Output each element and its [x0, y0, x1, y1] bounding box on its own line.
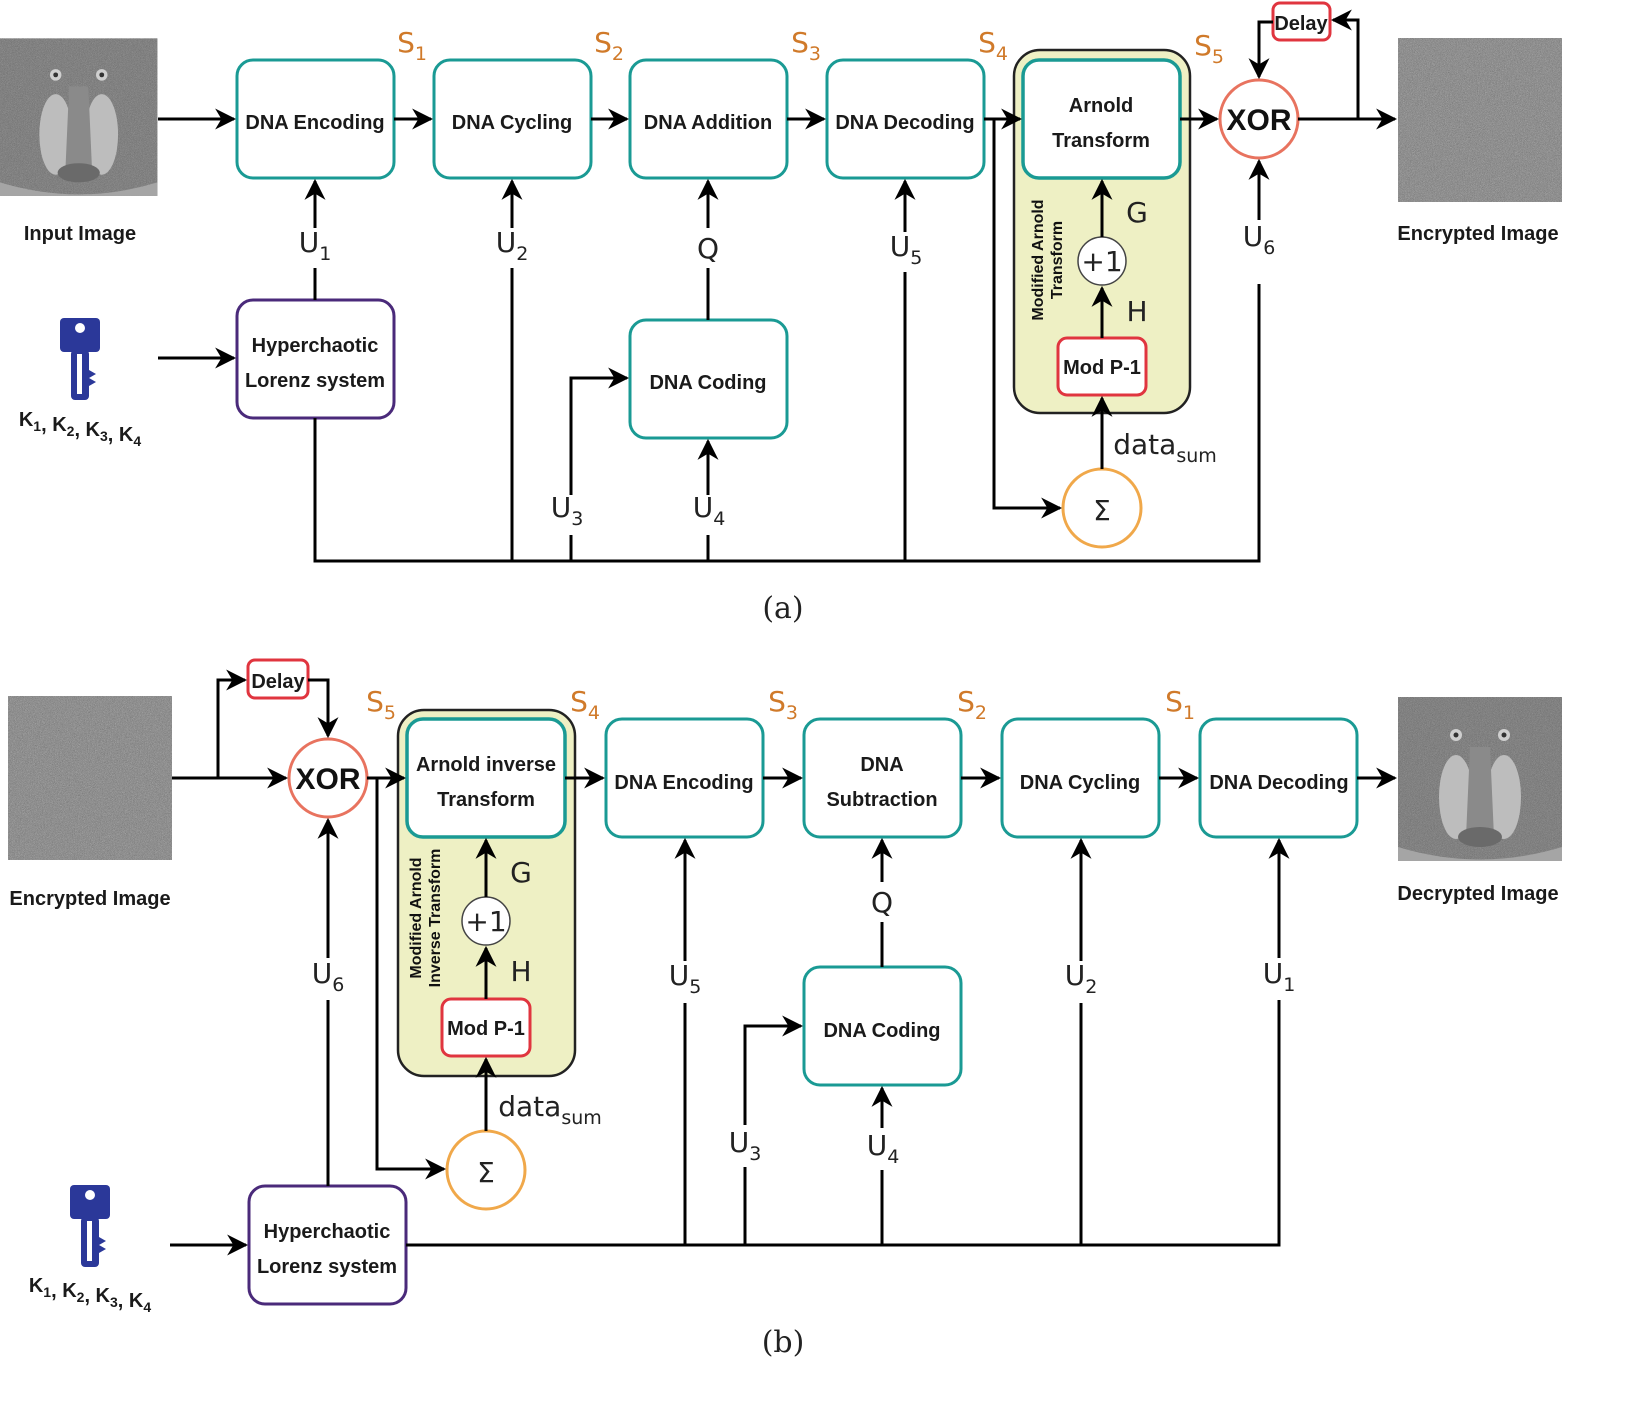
xor-label-b: XOR — [295, 763, 360, 796]
signal-u3: U3 — [729, 1126, 762, 1165]
modified-arnold-label-line1: Modified Arnold — [1030, 199, 1047, 320]
lorenz-label-line2: Lorenz system — [245, 370, 385, 392]
dna-decoding-label: DNA Decoding — [835, 112, 974, 134]
modified-arnold-label-line2: Transform — [1049, 221, 1066, 299]
delay-label: Delay — [1274, 13, 1328, 35]
encrypted-input-image — [8, 696, 172, 860]
dna-encoding-label: DNA Encoding — [245, 112, 384, 134]
signal-q: Q — [697, 232, 719, 265]
dna-decoding-block-b: DNA Decoding — [1198, 717, 1359, 839]
dna-encoding-label-b: DNA Encoding — [614, 772, 753, 794]
stage-label: S3 — [768, 685, 798, 724]
key-icon — [60, 318, 100, 400]
encrypted-image-label: Encrypted Image — [1397, 223, 1558, 245]
dna-cycling-block: DNA Cycling — [432, 58, 593, 180]
stage-label: S1 — [397, 26, 427, 65]
signal-u6: U6 — [312, 957, 345, 996]
signal-u1: U1 — [1263, 957, 1296, 996]
signal-u4: U4 — [693, 491, 726, 530]
stage-label: S1 — [1165, 685, 1195, 724]
delay-label-b: Delay — [251, 671, 305, 693]
stage-label: S4 — [570, 685, 600, 724]
signal-u4: U4 — [867, 1129, 900, 1168]
dna-decoding-block: DNA Decoding — [825, 58, 986, 180]
stage-label: S2 — [957, 685, 987, 724]
caption-a: (a) — [762, 591, 803, 626]
arnold-label-line2: Transform — [1052, 130, 1150, 152]
signal-h: H — [1126, 295, 1147, 328]
key-icon-b — [70, 1185, 110, 1267]
signal-q: Q — [871, 886, 893, 919]
dna-cycling-label-b: DNA Cycling — [1020, 772, 1140, 794]
stage-label: S5 — [1194, 29, 1224, 68]
signal-u3: U3 — [551, 491, 584, 530]
signal-u6: U6 — [1243, 220, 1276, 259]
dna-encoding-block: DNA Encoding — [235, 58, 396, 180]
signal-u2: U2 — [496, 226, 529, 265]
xor-label: XOR — [1226, 104, 1291, 137]
encryption-connections — [158, 9, 1398, 563]
mod-p-1-label: Mod P-1 — [1063, 357, 1141, 379]
caption-b: (b) — [762, 1325, 805, 1360]
dna-cycling-block-b: DNA Cycling — [1000, 717, 1161, 839]
signal-g: G — [1126, 196, 1148, 229]
signal-u1: U1 — [299, 226, 332, 265]
signal-datasum: datasum — [1113, 428, 1217, 467]
signal-u5: U5 — [669, 959, 702, 998]
lorenz-label-line1-b: Hyperchaotic — [264, 1221, 391, 1243]
modified-arnold-inverse-container: Arnold inverse Transform Modified Arnold… — [396, 708, 577, 1078]
encrypted-input-image-label: Encrypted Image — [9, 888, 170, 910]
mod-p-1-label-b: Mod P-1 — [447, 1018, 525, 1040]
dna-addition-label: DNA Addition — [644, 112, 773, 134]
input-image-label: Input Image — [24, 223, 136, 245]
modified-arnold-inverse-label-line2: Inverse Transform — [427, 849, 444, 988]
dna-coding-label: DNA Coding — [649, 372, 766, 394]
stage-label: S2 — [594, 26, 624, 65]
dna-cycling-label: DNA Cycling — [452, 112, 572, 134]
lorenz-system-block: Hyperchaotic Lorenz system — [235, 298, 396, 420]
dna-subtraction-label-line2: Subtraction — [826, 789, 937, 811]
decrypted-image — [1398, 697, 1562, 861]
input-image — [0, 38, 157, 195]
sigma-label-b: Σ — [477, 1156, 495, 1189]
dna-subtraction-label-line1: DNA — [860, 754, 903, 776]
stage-label: S5 — [366, 685, 396, 724]
signal-datasum: datasum — [498, 1090, 602, 1129]
key-label-b: K1, K2, K3, K4 — [29, 1275, 152, 1315]
decryption-connections — [170, 669, 1398, 1256]
signal-u2: U2 — [1065, 959, 1098, 998]
dna-addition-block: DNA Addition — [628, 58, 789, 180]
encryption-panel: Input Image K1, K2, K3, K4 DNA Encoding … — [0, 1, 1562, 626]
modified-arnold-inverse-label-line1: Modified Arnold — [408, 857, 425, 978]
stage-label: S4 — [978, 26, 1008, 65]
dna-coding-label-b: DNA Coding — [823, 1020, 940, 1042]
dna-coding-block-b: DNA Coding — [802, 965, 963, 1087]
lorenz-label-line2-b: Lorenz system — [257, 1256, 397, 1278]
arnold-inverse-label-line2: Transform — [437, 789, 535, 811]
key-label: K1, K2, K3, K4 — [19, 409, 142, 449]
lorenz-system-block-b: Hyperchaotic Lorenz system — [247, 1184, 408, 1306]
arnold-label-line1: Arnold — [1069, 95, 1133, 117]
dna-coding-block: DNA Coding — [628, 318, 789, 440]
dna-decoding-label-b: DNA Decoding — [1209, 772, 1348, 794]
arnold-transform-block — [1021, 58, 1182, 180]
arnold-inverse-label-line1: Arnold inverse — [416, 754, 556, 776]
dna-encoding-block-b: DNA Encoding — [604, 717, 765, 839]
signal-g: G — [510, 856, 532, 889]
lorenz-label-line1: Hyperchaotic — [252, 335, 379, 357]
signal-u5: U5 — [890, 230, 923, 269]
decryption-panel: Encrypted Image K1, K2, K3, K4 Delay XOR… — [8, 658, 1562, 1360]
dna-subtraction-block: DNA Subtraction — [802, 717, 963, 839]
stage-label: S3 — [791, 26, 821, 65]
encrypted-image — [1398, 38, 1562, 202]
decrypted-image-label: Decrypted Image — [1397, 883, 1558, 905]
arnold-inverse-block — [405, 717, 567, 839]
plus-one-label: +1 — [1081, 245, 1122, 278]
signal-h: H — [510, 955, 531, 988]
plus-one-label-b: +1 — [465, 905, 506, 938]
sigma-label: Σ — [1093, 494, 1111, 527]
